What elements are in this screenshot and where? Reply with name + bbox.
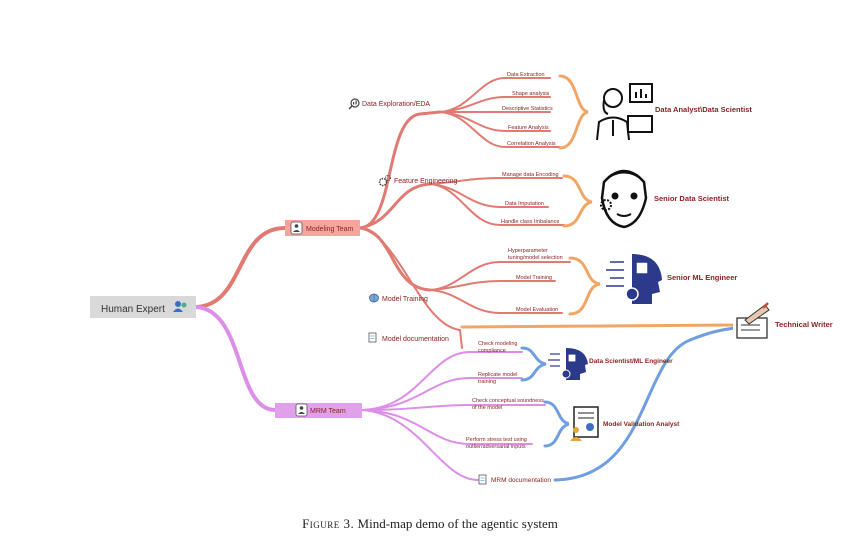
connectors-eda [439,77,561,148]
leaf-eda-1: Data Extraction [507,72,545,78]
robot-face-icon [597,169,651,230]
analyst-person-icon [594,80,654,142]
leaf-mt-1-line2: tuning/model selection [508,255,563,261]
connector-modeling-fe [358,182,432,230]
connector-modeling-md [359,227,463,349]
leaf-mrm-3: Check conceptual soundness of the model [472,398,544,411]
branch-mt-label: Model Training [382,296,428,303]
branch-fe-label: Feature Engineering [394,178,458,185]
branch-md-label: Model documentation [382,336,449,343]
writing-icon [733,302,773,343]
connector-mrmdoc-writer [553,326,737,482]
connectors-fe [429,177,565,226]
leaf-fe-1: Manage data Encoding [502,172,559,178]
branch-eda[interactable]: Data Exploration/EDA [348,98,430,110]
leaf-eda-3: Descriptive Statistics [502,106,553,112]
people-icon [173,301,187,312]
connector-modeling-eda [358,110,442,230]
mrm-documentation-label: MRM documentation [491,477,551,484]
agent-ml-engineer-label: Senior ML Engineer [667,273,737,282]
connector-root-modeling [194,226,287,309]
agent-validation[interactable]: Model Validation Analyst [569,404,680,442]
mrm-documentation-node[interactable]: MRM documentation [478,474,551,485]
leaf-mt-2: Model Training [516,275,552,281]
agent-tech-writer[interactable]: Technical Writer [733,302,833,343]
leaf-mrm-1-line2: compliance [478,348,506,354]
leaf-mrm-2-line2: training [478,379,496,385]
leaf-mrm-4-line1: Perform stress test using [466,437,527,443]
ai-head-icon [604,250,664,306]
leaf-eda-5: Correlation Analysis [507,141,556,147]
agent-ds-ml[interactable]: Data Scientist/ML Engineer [548,348,673,380]
leaf-mrm-2: Replicate model training [478,372,517,385]
bracket-eda [558,74,589,150]
agent-ds-ml-label: Data Scientist/ML Engineer [589,358,673,365]
leaf-mt-1: Hyperparameter tuning/model selection [508,248,563,261]
mrm-team-node[interactable]: MRM Team [275,403,362,418]
branch-md[interactable]: Model documentation [368,332,449,343]
modeling-team-label: Modeling Team [306,226,354,233]
validation-analyst-icon [569,404,600,442]
leaf-mrm-2-line1: Replicate model [478,372,517,378]
connectors-mrm [361,351,546,481]
document-icon [368,332,377,343]
leaf-eda-2: Shape analysis [512,91,550,97]
connectors-mt [429,261,571,314]
leaf-eda-4: Feature Analysis [508,125,549,131]
magnifier-chart-icon [348,98,360,110]
agent-ml-engineer[interactable]: Senior ML Engineer [604,250,737,306]
document-icon [478,474,487,485]
bracket-validation [543,400,571,448]
gears-icon [378,174,392,187]
bracket-dsml [520,346,547,382]
agent-tech-writer-label: Technical Writer [775,320,833,329]
leaf-fe-3: Handle class Imbalance [501,219,559,225]
figure-caption-text: Mind-map demo of the agentic system [357,516,558,531]
connector-md-writer [460,323,737,329]
leaf-fe-2: Data Imputation [505,201,544,207]
modeling-team-node[interactable]: Modeling Team [285,220,360,236]
root-node[interactable]: Human Expert [90,296,196,318]
leaf-mrm-3-line1: Check conceptual soundness [472,398,544,404]
branch-eda-label: Data Exploration/EDA [362,101,430,108]
ai-head-icon [548,348,588,380]
mrm-team-label: MRM Team [310,408,346,415]
brain-icon [369,293,379,303]
leaf-mt-1-line1: Hyperparameter [508,248,548,254]
agent-senior-ds[interactable]: Senior Data Scientist [597,169,730,230]
agent-validation-label: Model Validation Analyst [603,421,680,428]
figure-caption: Figure 3. Mind-map demo of the agentic s… [0,516,860,532]
connector-root-mrm [194,305,277,412]
branch-mt[interactable]: Model Training [369,293,429,303]
bracket-fe [562,174,593,228]
leaf-mrm-4: Perform stress test using outlier/advers… [466,437,527,450]
agent-analyst[interactable]: Data Analyst\Data Scientist [594,80,752,142]
agent-senior-ds-label: Senior Data Scientist [654,194,730,203]
leaf-mrm-1: Check modeling compliance [478,341,517,354]
team-icon [295,403,308,417]
leaf-mrm-1-line1: Check modeling [478,341,517,347]
bracket-mt [568,256,601,316]
agent-analyst-label: Data Analyst\Data Scientist [655,105,752,114]
figure-number: Figure 3. [302,516,355,531]
leaf-mrm-4-line2: outlier/adversarial inputs [466,444,526,450]
branch-fe[interactable]: Feature Engineering [378,174,458,187]
root-label: Human Expert [101,304,165,315]
leaf-mrm-3-line2: of the model [472,405,502,411]
team-icon [290,221,303,235]
leaf-mt-3: Model Evaluation [516,307,558,313]
